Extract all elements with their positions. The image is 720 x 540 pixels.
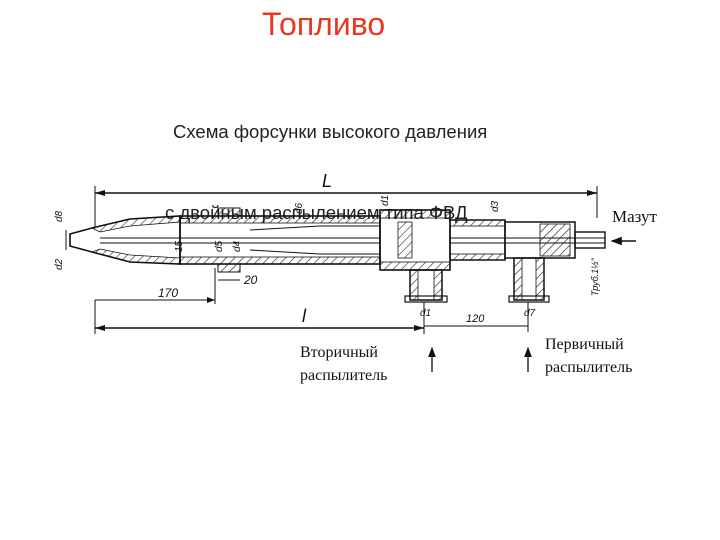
label-d8: d8 [54,210,65,222]
thread-label: Труб.1½" [590,257,600,296]
label-d1: d1 [380,195,391,206]
dimension-20: 20 [218,273,258,287]
dim-20-label: 20 [243,273,258,287]
dimension-170: 170 [95,268,216,304]
injector-body [69,207,606,303]
label-d4: d4 [232,240,243,252]
dimension-l: l [94,300,425,334]
secondary-atomizer-label-1: Вторичный [300,344,378,361]
primary-atomizer-label-1: Первичный [545,336,624,353]
secondary-atomizer-label-2: распылитель [300,367,387,384]
subtitle-line-1: Схема форсунки высокого давления [173,121,488,142]
dim-l-label: l [302,306,307,326]
dim-170-label: 170 [158,286,178,300]
dim-15-label: 15 [174,240,185,252]
dim-L-label: L [322,171,332,191]
dimension-L: L [94,171,598,228]
label-d3: d3 [490,200,501,212]
label-d1-bottom: d1 [420,308,431,319]
primary-atomizer-label-2: распылитель [545,359,632,376]
label-d6: d6 [294,202,305,214]
label-d7: d7 [524,308,536,319]
dim-120-label: 120 [466,313,485,325]
slide-title: Топливо [262,6,386,42]
dimension-120: 120 [424,302,529,332]
label-d2: d2 [54,258,65,270]
label-d5: d5 [214,240,225,252]
fuel-label: Мазут [612,207,658,226]
